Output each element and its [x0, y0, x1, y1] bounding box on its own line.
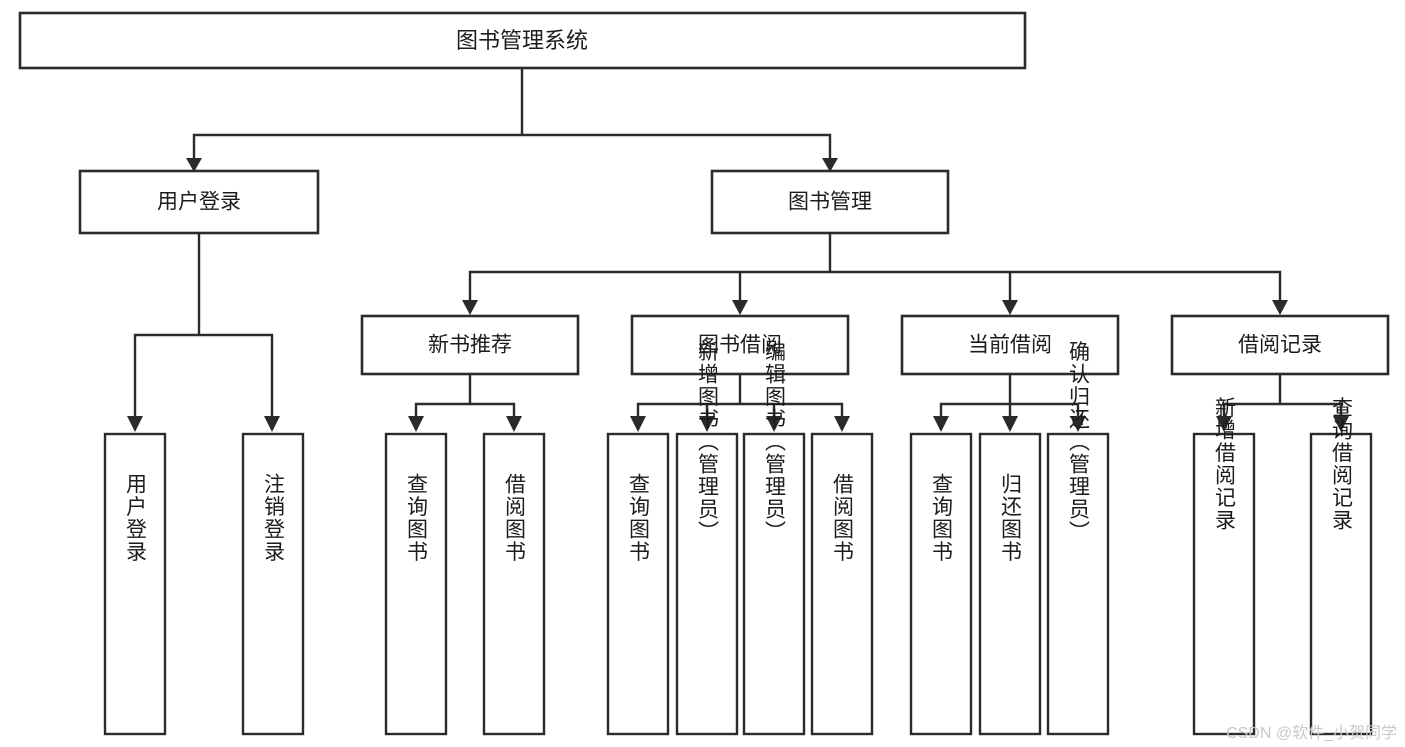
arrow-head-icon — [1070, 416, 1086, 432]
arrow-head-icon — [1272, 300, 1288, 315]
node-box — [1192, 432, 1256, 736]
node-label: 当前借阅 — [968, 334, 1052, 357]
node-book-manage[interactable]: 图书管理 — [710, 169, 950, 235]
connector-bookmanage-to-level3 — [462, 231, 1288, 315]
node-leaf-add-book[interactable]: 新增图书（管理员） — [675, 341, 739, 736]
node-box — [630, 314, 850, 376]
arrow-head-icon — [834, 416, 850, 432]
node-label: 借阅记录 — [1238, 334, 1322, 357]
arrow-head-icon — [127, 416, 143, 432]
node-leaf-add-record[interactable]: 新增借阅记录 — [1192, 397, 1256, 736]
connector-line — [192, 66, 832, 162]
node-box — [1309, 432, 1373, 736]
node-label: 新书推荐 — [428, 334, 512, 357]
node-box — [909, 432, 973, 736]
connector-userlogin-to-leaves — [127, 231, 280, 432]
node-root[interactable]: 图书管理系统 — [18, 11, 1027, 70]
arrow-head-icon — [408, 416, 424, 432]
connector-line — [414, 372, 516, 420]
arrow-head-icon — [630, 416, 646, 432]
arrow-head-icon — [699, 416, 715, 432]
node-label: 注销登录 — [262, 473, 286, 563]
node-label: 查询图书 — [405, 473, 429, 563]
connector-currentborrow-to-leaves — [933, 372, 1086, 432]
node-label: 确认归还（管理员） — [1067, 341, 1091, 544]
connector-line — [1222, 372, 1343, 420]
node-box — [103, 432, 167, 736]
arrow-head-icon — [1002, 416, 1018, 432]
node-new-book-recommend[interactable]: 新书推荐 — [360, 314, 580, 376]
node-box — [360, 314, 580, 376]
arrow-head-icon — [1216, 416, 1232, 432]
arrow-head-icon — [766, 416, 782, 432]
connector-line — [133, 231, 274, 420]
node-label: 查询图书 — [930, 473, 954, 563]
connector-line — [939, 372, 1080, 420]
arrow-head-icon — [1333, 416, 1349, 432]
node-leaf-edit-book[interactable]: 编辑图书（管理员） — [742, 341, 806, 736]
node-user-login[interactable]: 用户登录 — [78, 169, 320, 235]
connector-newbook-to-leaves — [408, 372, 522, 432]
node-box — [710, 169, 950, 235]
node-label: 图书管理 — [788, 191, 872, 214]
arrow-head-icon — [732, 300, 748, 315]
node-box — [810, 432, 874, 736]
node-box — [606, 432, 670, 736]
connector-line — [468, 231, 1282, 304]
node-label: 图书管理系统 — [456, 28, 588, 53]
arrow-head-icon — [264, 416, 280, 432]
node-leaf-confirm-return[interactable]: 确认归还（管理员） — [1046, 341, 1110, 736]
connector-bookborrow-to-leaves — [630, 372, 850, 432]
node-label: 借阅图书 — [831, 473, 855, 563]
node-box — [1170, 314, 1390, 376]
node-leaf-query-book-1[interactable]: 查询图书 — [384, 432, 448, 736]
node-label: 用户登录 — [157, 191, 241, 214]
node-leaf-query-book-2[interactable]: 查询图书 — [606, 432, 670, 736]
arrow-head-icon — [1002, 300, 1018, 315]
node-leaf-borrow-book-2[interactable]: 借阅图书 — [810, 432, 874, 736]
node-box — [482, 432, 546, 736]
node-current-borrow[interactable]: 当前借阅 — [900, 314, 1120, 376]
arrow-head-icon — [506, 416, 522, 432]
arrow-head-icon — [822, 158, 838, 172]
node-box — [18, 11, 1027, 70]
node-leaf-return-book[interactable]: 归还图书 — [978, 432, 1042, 736]
node-leaf-query-book-3[interactable]: 查询图书 — [909, 432, 973, 736]
node-box — [78, 169, 320, 235]
node-label: 查询借阅记录 — [1330, 397, 1354, 532]
node-label: 用户登录 — [124, 473, 148, 563]
connector-root-to-level2 — [186, 66, 838, 172]
node-label: 编辑图书（管理员） — [763, 341, 787, 544]
node-box — [742, 432, 806, 736]
connector-borrowrecord-to-leaves — [1216, 372, 1349, 432]
node-leaf-query-record[interactable]: 查询借阅记录 — [1309, 397, 1373, 736]
connector-line — [636, 372, 844, 420]
node-label: 新增借阅记录 — [1213, 397, 1237, 532]
node-box — [900, 314, 1120, 376]
node-box — [978, 432, 1042, 736]
arrow-head-icon — [186, 158, 202, 172]
node-leaf-logout[interactable]: 注销登录 — [241, 432, 305, 736]
node-box — [384, 432, 448, 736]
node-label: 图书借阅 — [698, 334, 782, 357]
node-label: 新增图书（管理员） — [696, 341, 720, 544]
node-leaf-user-login[interactable]: 用户登录 — [103, 432, 167, 736]
node-box — [241, 432, 305, 736]
arrow-head-icon — [462, 300, 478, 315]
node-borrow-record[interactable]: 借阅记录 — [1170, 314, 1390, 376]
node-label: 归还图书 — [999, 473, 1023, 563]
node-box — [1046, 432, 1110, 736]
node-book-borrow[interactable]: 图书借阅 — [630, 314, 850, 376]
node-leaf-borrow-book-1[interactable]: 借阅图书 — [482, 432, 546, 736]
node-label: 借阅图书 — [503, 473, 527, 563]
node-label: 查询图书 — [627, 473, 651, 563]
node-box — [675, 432, 739, 736]
arrow-head-icon — [933, 416, 949, 432]
